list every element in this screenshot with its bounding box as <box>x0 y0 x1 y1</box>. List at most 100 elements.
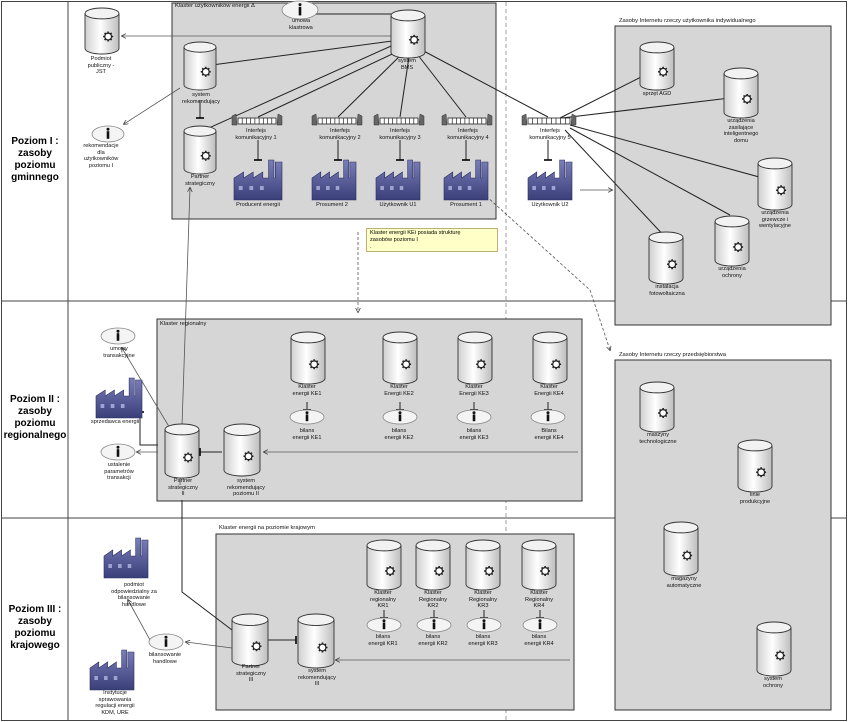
label-rek-dla: rekomendacje dla użytkowników poziomu I <box>83 143 119 169</box>
gear-icon <box>733 242 744 252</box>
cylinder-iot-maszyny <box>639 381 675 433</box>
info-bilans-kr1 <box>366 617 402 633</box>
cluster-kue-title: Klaster użytkowników energii Δ <box>175 3 255 9</box>
level-1-label: Poziom I : zasoby poziomu gminnego <box>11 136 59 183</box>
cylinder-klaster-kr4 <box>521 539 557 591</box>
gear-icon <box>756 467 767 478</box>
info-rek-dla <box>91 125 125 143</box>
label-system-bms: system BMS <box>398 58 416 71</box>
label-producer-0: Producent energii <box>236 202 280 208</box>
gear-icon <box>317 642 328 653</box>
gear-icon <box>200 66 211 77</box>
gear-icon <box>551 359 562 370</box>
factory-instytucje <box>89 649 135 691</box>
connectors <box>122 13 771 660</box>
label-podmiot-bilansowanie: podmiot odpowiedzialny za bilansowanie h… <box>111 582 157 608</box>
level-3-label: Poziom III : zasoby poziomu krajowego <box>8 604 62 651</box>
cylinder-rek3 <box>297 613 335 669</box>
factory-uzytkownik-u2 <box>527 159 573 201</box>
gear-icon <box>385 566 396 576</box>
label-producer-1: Prosument 2 <box>316 202 348 208</box>
cylinder-partner2 <box>164 423 200 479</box>
label-bilans-ke-0: bilans energii KE1 <box>292 428 322 441</box>
label-rek2: system rekomendujący poziomu II <box>227 478 265 498</box>
cluster-iot-ind-title: Zasoby Internetu rzeczy użytkownika indy… <box>619 18 756 24</box>
gear-icon <box>742 94 753 104</box>
label-iot-magazyny: magazyny automatyczne <box>666 576 702 589</box>
label-umowy-transakcyjne: umowy transakcyjne <box>103 346 135 359</box>
cylinder-system-bms <box>390 9 426 59</box>
cluster-regional-box <box>156 318 583 502</box>
cylinder-partner1 <box>183 125 217 175</box>
label-iot-maszyny: maszyny technologiczne <box>639 432 677 445</box>
interface-1 <box>231 113 283 126</box>
cluster-regional-title: Klaster regionalny <box>160 321 207 327</box>
cylinder-iot-agd <box>639 41 675 91</box>
gear-icon <box>476 359 487 370</box>
label-producer-4: Użytkownik U2 <box>531 202 569 208</box>
factory-sprzedawca <box>95 377 143 419</box>
gear-icon <box>658 408 669 418</box>
label-producer-2: Użytkownik U1 <box>379 202 417 208</box>
label-klaster-ke-2: Klaster Energii KE3 <box>459 384 489 397</box>
gear-icon <box>540 566 551 576</box>
label-bilans-ke-3: Bilans energii KE4 <box>534 428 564 441</box>
cylinder-iot-system-ochrony <box>756 621 792 677</box>
cluster-iot-ent-title: Zasoby Internetu rzeczy przedsiębiorstwa <box>619 352 726 358</box>
gear-icon <box>682 550 693 561</box>
interface-5 <box>521 113 577 126</box>
cylinder-iot-grzewcze <box>757 157 793 211</box>
label-partner3: Partner strategiczny III <box>236 664 266 684</box>
interface-2 <box>311 113 363 126</box>
label-iot-agd: sprzęt AGD <box>642 91 672 97</box>
label-bilans-kr-3: bilans energii KR4 <box>524 634 554 647</box>
info-bilansowanie <box>148 633 184 651</box>
factory-prosument-2 <box>311 159 357 201</box>
gear-icon <box>667 259 678 270</box>
cylinder-klaster-ke3 <box>457 331 493 385</box>
label-partner2: Partner strategiczny II <box>168 478 198 498</box>
label-iot-linie: linie produkcyjne <box>739 492 771 505</box>
label-bilans-kr-0: bilans energii KR1 <box>368 634 398 647</box>
gear-icon <box>103 31 114 42</box>
info-ustalenie <box>100 443 136 461</box>
cylinder-iot-magazyny <box>663 521 699 577</box>
factory-podmiot-bilansowanie <box>103 537 149 579</box>
gear-icon <box>401 359 412 370</box>
label-iot-grzewcze: urządzenia grzewcze i wentylacyjne <box>758 210 792 230</box>
info-bilans-kr2 <box>416 617 452 633</box>
gear-icon <box>243 451 254 462</box>
gear-icon <box>409 34 420 45</box>
label-iot-system-ochrony: system ochrony <box>763 676 783 689</box>
label-interface-1: Interfejs komunikacyjny 1 <box>235 128 277 141</box>
factory-prosument-1 <box>443 159 489 201</box>
info-umowa-klastrowa <box>281 0 319 20</box>
label-podmiot-publiczny: Podmiot publiczny - JST <box>87 56 115 76</box>
label-interface-5: Interfejs komunikacyjny 5 <box>529 128 571 141</box>
cylinder-rek2 <box>223 423 261 477</box>
gear-icon <box>658 66 669 77</box>
cylinder-iot-linie <box>737 439 773 493</box>
cluster-national-title: Klaster energii na poziomie krajowym <box>219 525 316 531</box>
cylinder-iot-ochrona <box>714 215 750 267</box>
factory-uzytkownik-u1 <box>375 159 421 201</box>
level-2-label: Poziom II : zasoby poziomu regionalnego <box>3 394 67 441</box>
label-interface-3: Interfejs komunikacyjny 3 <box>379 128 421 141</box>
label-rek3: system rekomendujący III <box>298 668 336 688</box>
label-bilans-ke-2: bilans energii KE3 <box>459 428 489 441</box>
label-interface-2: Interfejs komunikacyjny 2 <box>319 128 361 141</box>
label-system-rek1: system rekomendujący <box>182 92 220 105</box>
gear-icon <box>183 452 194 463</box>
label-partner1: Partner strategiczny <box>185 174 215 187</box>
cylinder-iot-dom <box>723 67 759 119</box>
info-bilans-ke2 <box>382 409 418 425</box>
label-instytucje: Instytucje sprawowania regulacji energii… <box>95 690 135 716</box>
gear-icon <box>309 359 320 370</box>
label-klaster-kr-2: Klaster Regionalny KR3 <box>469 590 497 610</box>
factory-producent <box>233 159 283 201</box>
label-bilansowanie: bilansowanie handlowe <box>148 652 182 665</box>
info-umowy-transakcyjne <box>100 327 136 345</box>
info-bilans-ke4 <box>530 409 566 425</box>
cylinder-klaster-ke4 <box>532 331 568 385</box>
